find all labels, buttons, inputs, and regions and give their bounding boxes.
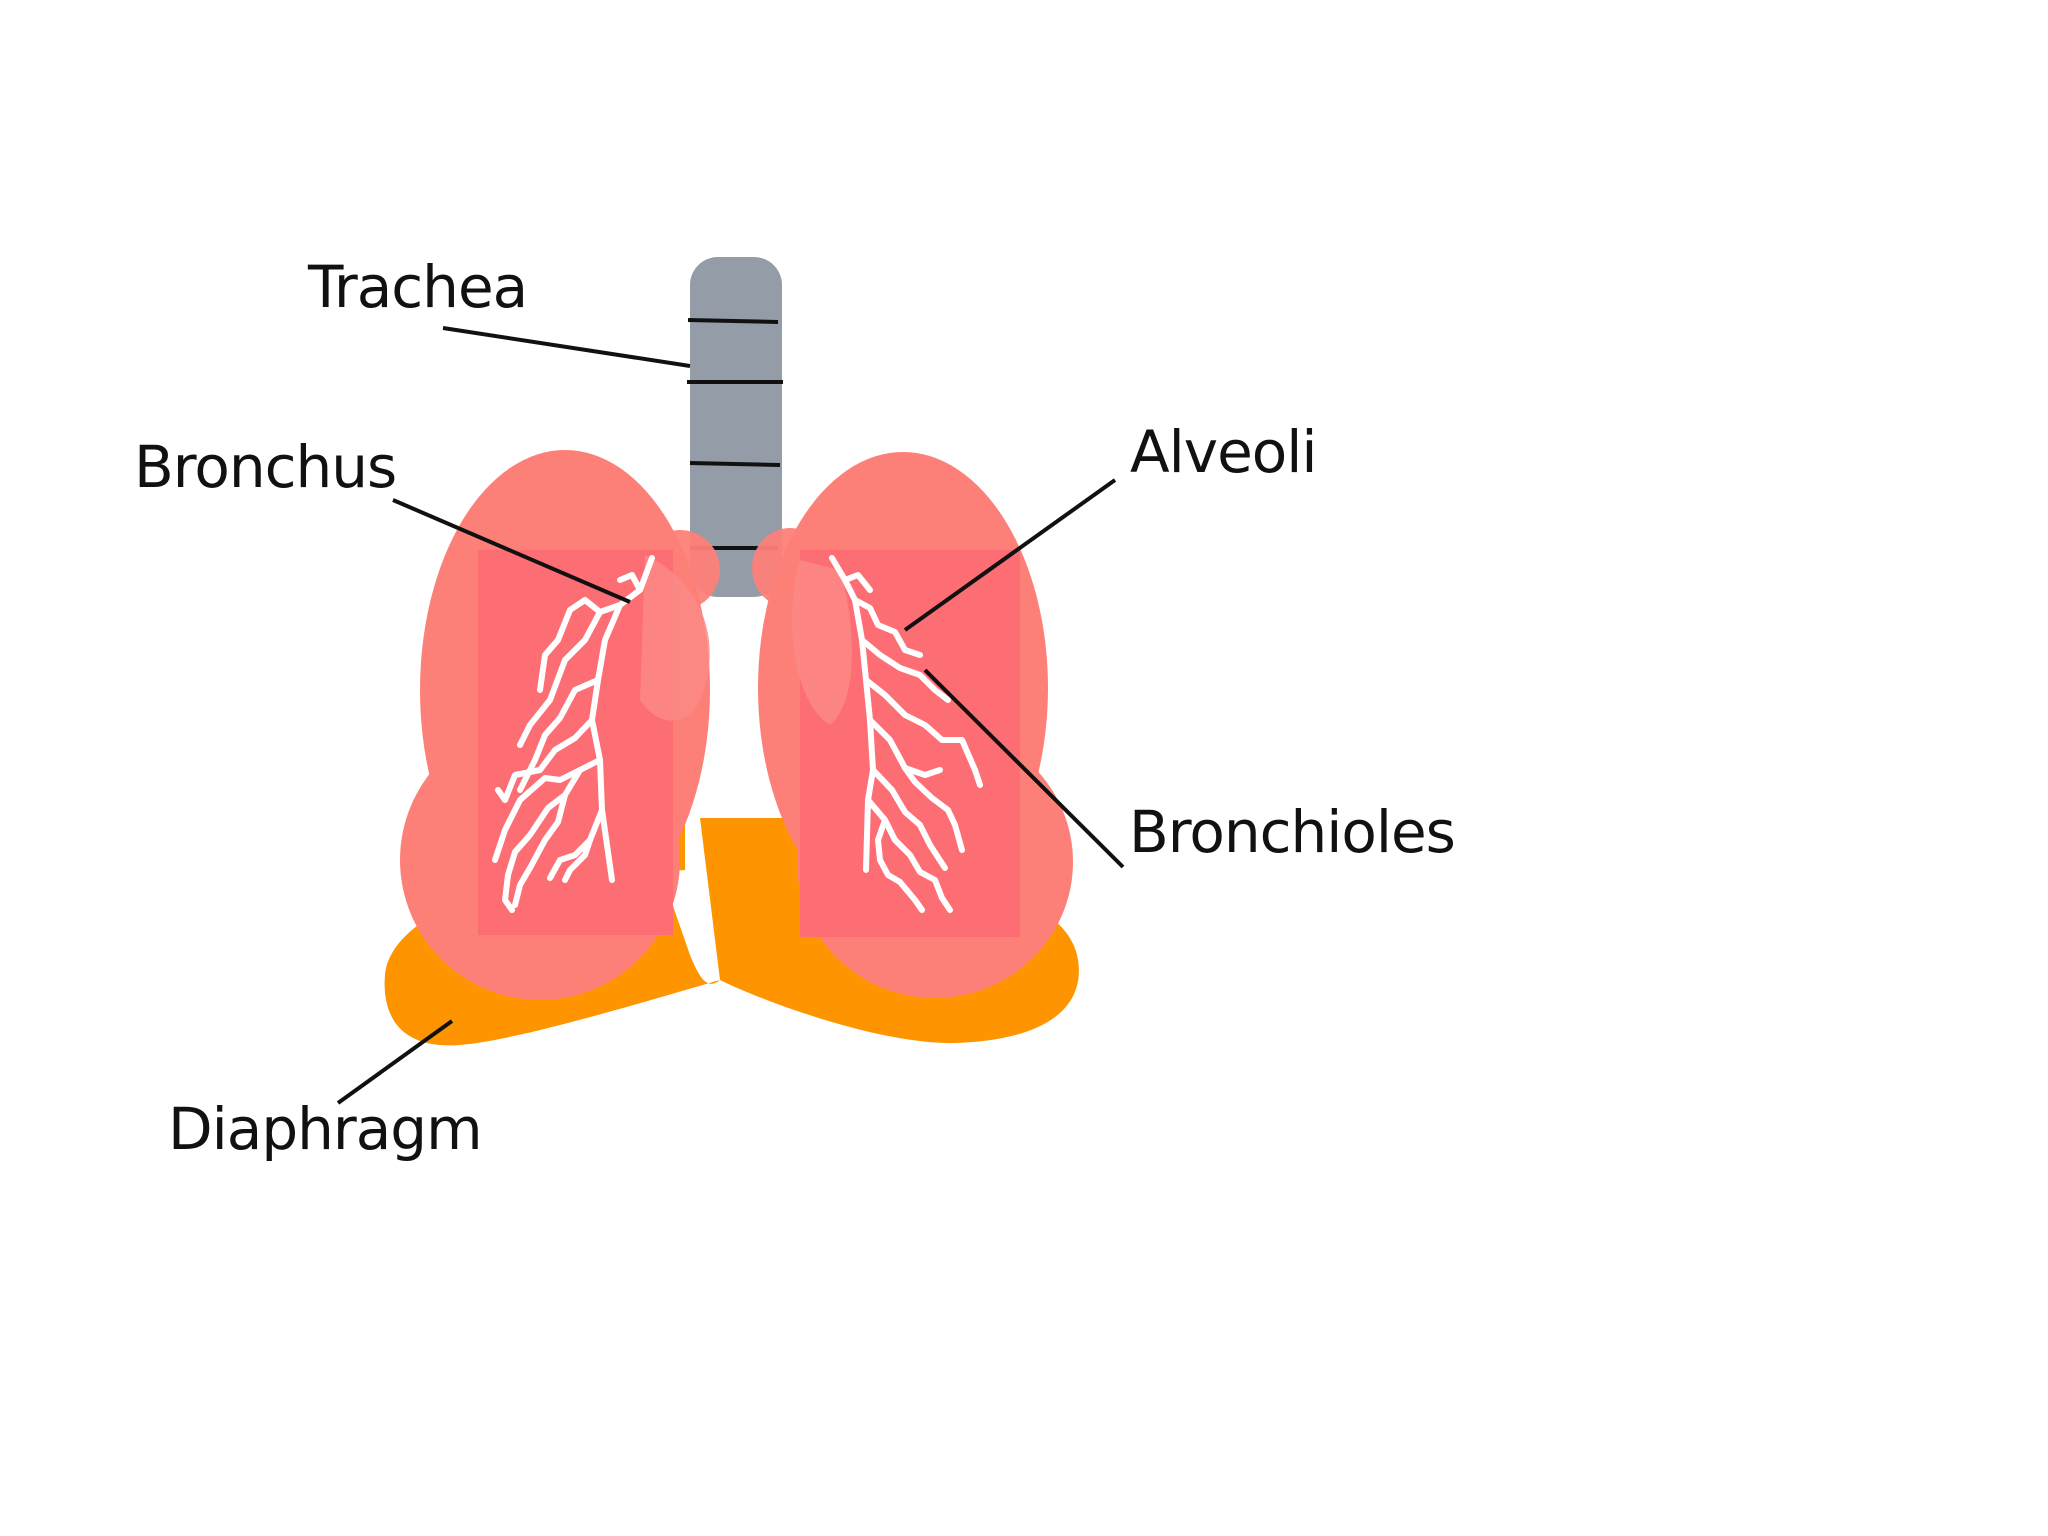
bronchioles-label: Bronchioles (1129, 798, 1456, 866)
left-lung (400, 450, 720, 1000)
trachea-label: Trachea (308, 253, 528, 321)
bronchioles-leader-line (923, 668, 1125, 869)
alveoli-leader-line (903, 478, 1117, 632)
left-bronchial-tree (492, 555, 655, 913)
bronchus-leader-line (392, 498, 631, 604)
leader-lines (336, 326, 1125, 1105)
right-lung (752, 452, 1073, 998)
diaphragm-leader-line (336, 1019, 454, 1105)
trachea-leader-line (442, 326, 691, 368)
right-bronchial-tree (829, 555, 983, 913)
bronchus-label: Bronchus (134, 433, 397, 501)
alveoli-label: Alveoli (1130, 418, 1318, 486)
diaphragm-label: Diaphragm (168, 1095, 483, 1163)
